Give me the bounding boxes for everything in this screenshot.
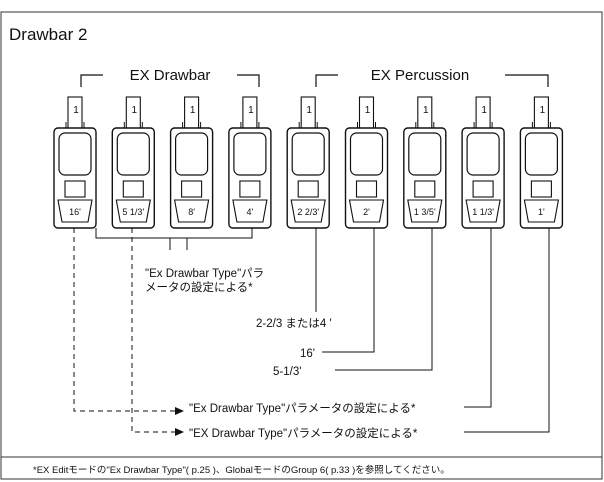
drawbar-foot-label: 5 1/3' xyxy=(122,207,144,217)
drawbar-7[interactable]: 1 1 3/5' xyxy=(404,97,446,228)
ex-drawbar-connector xyxy=(96,228,252,250)
drawbar-top-label: 1 xyxy=(540,105,546,116)
label-2-2-3-or-4: 2-2/3 または4 ' xyxy=(256,317,332,330)
percussion-leaders xyxy=(316,228,549,432)
label-5-1-3: 5-1/3' xyxy=(273,366,301,378)
drawbar-5[interactable]: 1 2 2/3' xyxy=(287,97,329,228)
arrow-head-2 xyxy=(175,428,184,436)
drawbar-foot-label: 8' xyxy=(188,207,195,217)
ex-percussion-label: EX Percussion xyxy=(371,67,469,84)
drawbar-foot-label: 1 3/5' xyxy=(414,207,436,217)
drawbar-foot-label: 1' xyxy=(538,207,545,217)
drawbar-8[interactable]: 1 1 1/3' xyxy=(462,97,504,228)
arrow-head-1 xyxy=(175,407,184,415)
label-16: 16' xyxy=(300,348,315,360)
drawbar-top-label: 1 xyxy=(73,105,79,116)
drawbar-top-label: 1 xyxy=(481,105,487,116)
dashed-arrows xyxy=(74,228,176,432)
drawbar-top-label: 1 xyxy=(190,105,196,116)
drawbar-foot-label: 4' xyxy=(247,207,254,217)
drawbar-foot-label: 1 1/3' xyxy=(472,207,494,217)
drawbar-top-label: 1 xyxy=(132,105,138,116)
drawbar-3[interactable]: 1 8' xyxy=(171,97,213,228)
drawbar-top-label: 1 xyxy=(248,105,254,116)
drawbar-2[interactable]: 1 5 1/3' xyxy=(112,97,154,228)
drawbar-foot-label: 16' xyxy=(69,207,81,217)
footnote: *EX Editモードの"Ex Drawbar Type"( p.25 )、Gl… xyxy=(33,464,450,476)
drawbar-6[interactable]: 1 2' xyxy=(346,97,388,228)
ex-type-note-line2: メータの設定による* xyxy=(145,280,253,294)
drawbar-1[interactable]: 1 16' xyxy=(54,97,96,228)
drawbar-top-label: 1 xyxy=(306,105,312,116)
diagram-title: Drawbar 2 xyxy=(9,25,87,44)
arrow-note-2: "EX Drawbar Type"パラメータの設定による* xyxy=(189,426,418,440)
drawbar-9[interactable]: 1 1' xyxy=(520,97,562,228)
drawbar-set: 1 16' 1 5 1/3' 1 8' 1 4' 1 2 2/3' 1 2' 1 1 3/5' 1 1 1/3… xyxy=(54,97,562,228)
drawbar-foot-label: 2 2/3' xyxy=(297,207,319,217)
arrow-note-1: "Ex Drawbar Type"パラメータの設定による* xyxy=(189,401,416,415)
drawbar-top-label: 1 xyxy=(365,105,371,116)
drawbar-top-label: 1 xyxy=(423,105,429,116)
ex-drawbar-label: EX Drawbar xyxy=(130,67,211,84)
drawbar-foot-label: 2' xyxy=(363,207,370,217)
ex-type-note-line1: "Ex Drawbar Type"パラ xyxy=(145,267,264,280)
drawbar-4[interactable]: 1 4' xyxy=(229,97,271,228)
